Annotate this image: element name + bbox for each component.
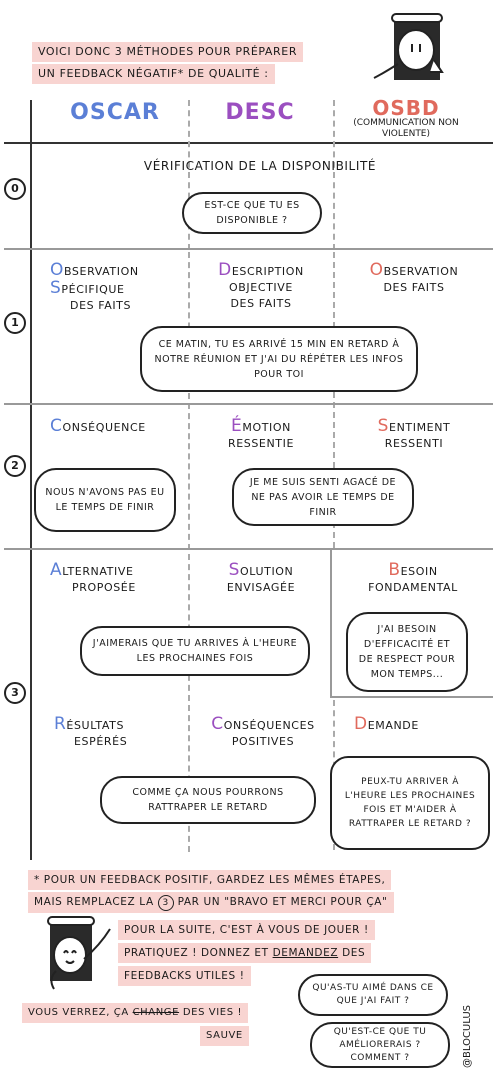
column-oscar: OSCAR <box>70 100 160 125</box>
osbd-box-border <box>330 548 493 698</box>
column-osbd-subtitle: (COMMUNICATION NON VIOLENTE) <box>353 118 459 139</box>
step3-oscar-b-label: RÉSULTATS ESPÉRÉS <box>54 714 128 749</box>
character-illustration-bottom <box>47 916 111 990</box>
step3-bubble-osbd-b: PEUX-TU ARRIVER À L'HEURE LES PROCHAINES… <box>330 756 490 850</box>
column-divider-2 <box>333 100 335 250</box>
step2-bubble-mid: JE ME SUIS SENTI AGACÉ DE NE PAS AVOIR L… <box>232 468 414 526</box>
footnote: * POUR UN FEEDBACK POSITIF, GARDEZ LES M… <box>28 868 468 913</box>
outro-line-1: POUR LA SUITE, C'EST À VOUS DE JOUER ! <box>118 920 375 940</box>
step1-desc-label: DESCRIPTION OBJECTIVE DES FAITS <box>218 260 304 311</box>
step-2-circle: 2 <box>4 455 26 477</box>
step2-desc-label: ÉMOTION RESSENTIE <box>227 416 295 451</box>
divider-step-3 <box>4 548 332 550</box>
step3-desc-b-label: CONSÉQUENCES POSITIVES <box>211 714 315 749</box>
outro-line-3: FEEDBACKS UTILES ! <box>118 966 251 986</box>
step3-oscar-label: ALTERNATIVE PROPOSÉE <box>50 560 136 595</box>
step1-bubble: CE MATIN, TU ES ARRIVÉ 15 MIN EN RETARD … <box>140 326 418 392</box>
divider-step-2 <box>4 403 493 405</box>
column-divider-1 <box>188 100 190 250</box>
step3-desc-label: SOLUTION ENVISAGÉE <box>226 560 296 595</box>
vertical-axis <box>30 100 32 860</box>
signature: @BLOCULUS <box>462 1005 473 1068</box>
step1-osbd-label: OBSERVATION DES FAITS <box>369 260 459 295</box>
intro-banner: VOICI DONC 3 MÉTHODES POUR PRÉPARER UN F… <box>32 40 362 84</box>
step-1-circle: 1 <box>4 312 26 334</box>
step0-bubble: EST-CE QUE TU ES DISPONIBLE ? <box>182 192 322 234</box>
footnote-line-1: * POUR UN FEEDBACK POSITIF, GARDEZ LES M… <box>28 870 392 890</box>
step-0-circle: 0 <box>4 178 26 200</box>
column-desc: DESC <box>225 100 295 125</box>
column-osbd: OSBD <box>372 96 440 120</box>
step3-osbd-b-label: DEMANDE <box>354 714 419 734</box>
step3-bubble-mid: J'AIMERAIS QUE TU ARRIVES À L'HEURE LES … <box>80 626 310 676</box>
question-bubble-1: QU'AS-TU AIMÉ DANS CE QUE J'AI FAIT ? <box>298 974 448 1016</box>
step3-osbd-label: BESOIN FONDAMENTAL <box>368 560 458 595</box>
step3-bubble-osbd: J'AI BESOIN D'EFFICACITÉ ET DE RESPECT P… <box>346 612 468 692</box>
step2-osbd-label: SENTIMENT RESSENTI <box>377 416 451 451</box>
footnote-line-2: MAIS REMPLACEZ LA 3 PAR UN "BRAVO ET MER… <box>28 892 394 913</box>
outro-line-2: PRATIQUEZ ! DONNEZ ET DEMANDEZ DES <box>118 943 372 963</box>
outro: POUR LA SUITE, C'EST À VOUS DE JOUER ! P… <box>118 918 478 986</box>
outro-final: VOUS VERREZ, ÇA CHANGE DES VIES ! SAUVE <box>22 1000 312 1046</box>
outro-final-sub: SAUVE <box>200 1026 249 1046</box>
question-bubble-2: QU'EST-CE QUE TU AMÉLIORERAIS ? COMMENT … <box>310 1022 450 1068</box>
column-divider-2b <box>333 252 335 548</box>
step3-bubble-mid-b: COMME ÇA NOUS POURRONS RATTRAPER LE RETA… <box>100 776 316 824</box>
character-illustration-top <box>373 13 444 80</box>
divider-step-1 <box>4 248 493 250</box>
step2-oscar-label: CONSÉQUENCE <box>50 416 146 436</box>
step0-title: VÉRIFICATION DE LA DISPONIBILITÉ <box>143 159 377 173</box>
step2-bubble-left: NOUS N'AVONS PAS EU LE TEMPS DE FINIR <box>34 468 176 532</box>
intro-line-1: VOICI DONC 3 MÉTHODES POUR PRÉPARER <box>32 42 304 62</box>
step1-oscar-label: OBSERVATION SPÉCIFIQUE DES FAITS <box>50 260 139 313</box>
column-divider-1b <box>188 252 190 852</box>
step-3-circle: 3 <box>4 682 26 704</box>
intro-line-2: UN FEEDBACK NÉGATIF* DE QUALITÉ : <box>32 64 275 84</box>
outro-final-line: VOUS VERREZ, ÇA CHANGE DES VIES ! <box>22 1003 249 1023</box>
divider-header <box>4 142 493 144</box>
